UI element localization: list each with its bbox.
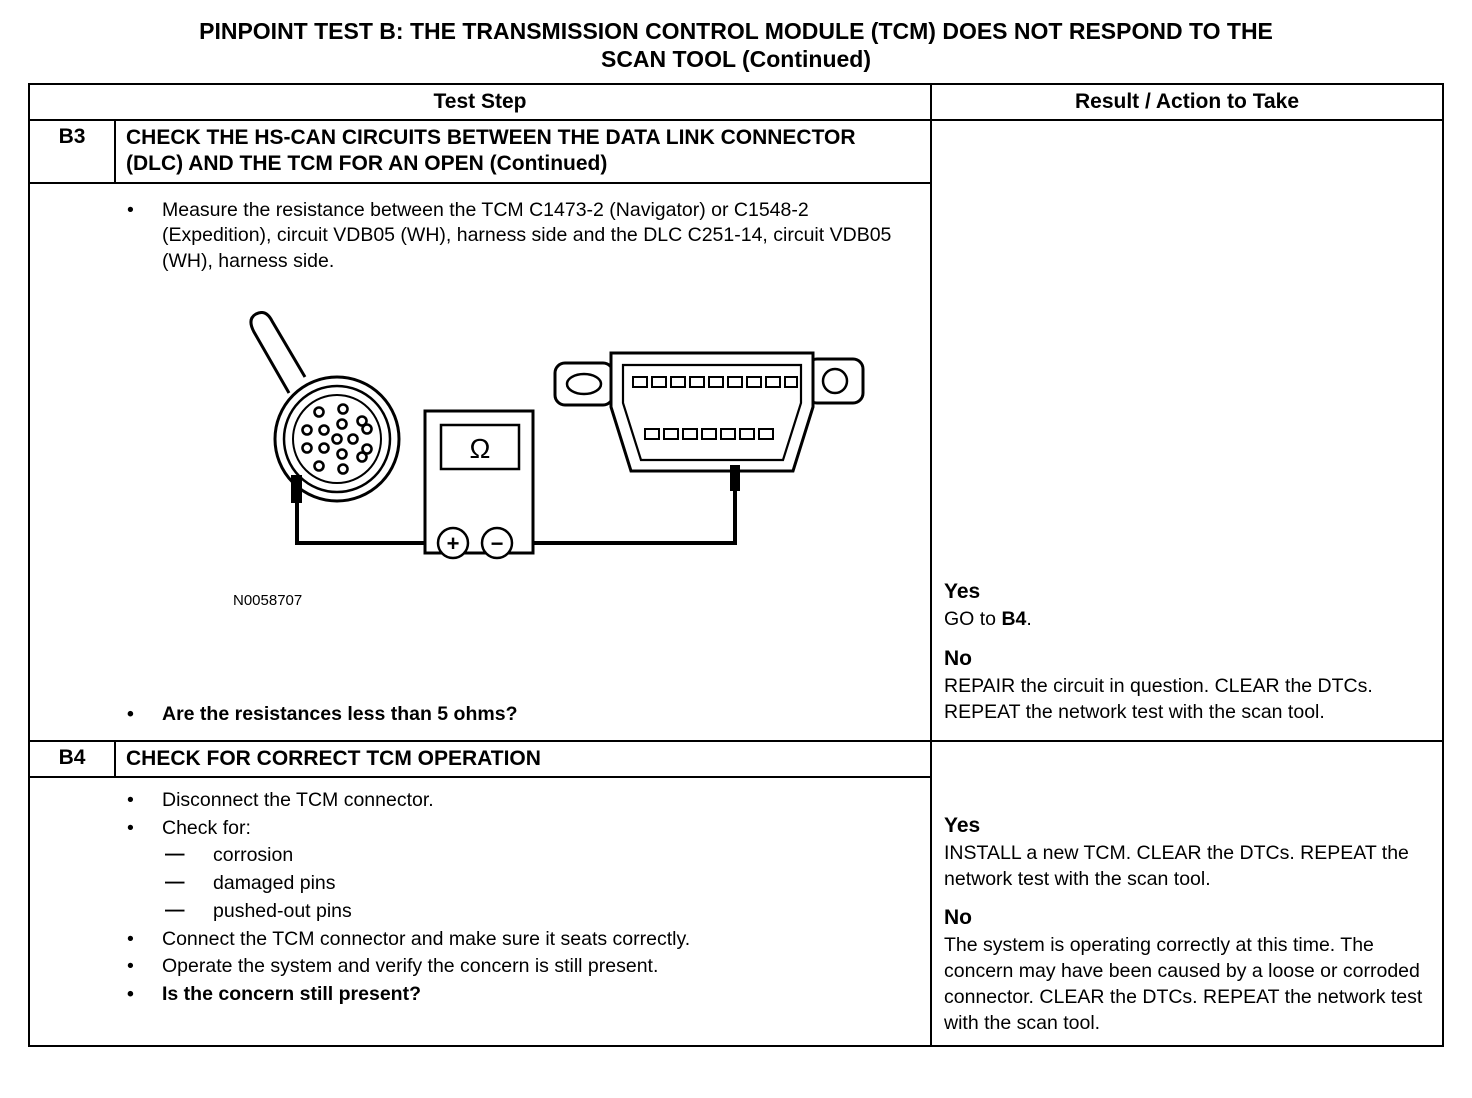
b3-step-title: CHECK THE HS-CAN CIRCUITS BETWEEN THE DA… [126,126,856,176]
resistance-measurement-illustration: Ω + − [249,310,865,560]
b3-wiring-figure: Ω + − [225,310,920,633]
dlc-connector-illustration [553,351,865,491]
tcm-connector-cable [249,310,307,394]
minus-symbol: − [491,531,504,556]
b4-bullet-disconnect: Disconnect the TCM connector. [125,788,915,814]
b4-bullet-check-for: Check for: [125,816,915,842]
b3-question: Are the resistances less than 5 ohms? [125,702,915,732]
b4-no-label: No [944,906,972,930]
figure-caption: N0058707 [233,591,303,609]
b4-step-body: Disconnect the TCM connector. Check for:… [30,778,930,1020]
b4-yes-label: Yes [944,813,981,837]
positive-terminal [436,526,470,560]
b4-no-action: The system is operating correctly at thi… [944,934,1423,1035]
b4-sub-damaged-pins: damaged pins [125,870,920,897]
b3-yes-action-suffix: . [1026,608,1032,630]
pinpoint-test-table: Test Step Result / Action to Take B3 CHE… [28,83,1444,1048]
b4-bullet-connect: Connect the TCM connector and make sure … [125,927,915,953]
column-header-test-step: Test Step [30,85,932,122]
b3-step-header: B3 CHECK THE HS-CAN CIRCUITS BETWEEN THE… [30,121,930,184]
plus-symbol: + [447,531,460,556]
page-title: PINPOINT TEST B: THE TRANSMISSION CONTRO… [28,18,1444,73]
b3-step-id: B3 [30,121,116,182]
b4-step-title: CHECK FOR CORRECT TCM OPERATION [126,746,541,770]
b4-result-cell: Yes INSTALL a new TCM. CLEAR the DTCs. R… [932,739,1442,1045]
b3-yes-block: Yes GO to B4. [944,578,1434,633]
tcm-round-connector-illustration [273,375,401,503]
b4-sub-corrosion: corrosion [125,842,920,869]
b3-measure-instruction: Measure the resistance between the TCM C… [125,198,915,275]
b4-step-header: B4 CHECK FOR CORRECT TCM OPERATION [30,741,930,778]
b3-step-body: Measure the resistance between the TCM C… [30,184,930,740]
b3-yes-action-prefix: GO to [944,608,1002,630]
b4-yes-block: Yes INSTALL a new TCM. CLEAR the DTCs. R… [944,812,1434,893]
b3-test-step-cell: B3 CHECK THE HS-CAN CIRCUITS BETWEEN THE… [30,121,932,740]
tcm-probe-pin [291,474,302,503]
b3-result-cell: Yes GO to B4. No REPAIR the circuit in q… [932,121,1442,740]
b3-yes-action: GO to B4. [944,607,1434,633]
b3-no-action: REPAIR the circuit in question. CLEAR th… [944,674,1373,723]
negative-terminal [480,526,514,560]
b4-sub-pushed-out-pins: pushed-out pins [125,898,920,925]
b4-question: Is the concern still present? [125,982,915,1008]
b3-yes-action-ref: B4 [1001,608,1027,630]
page-title-line1: PINPOINT TEST B: THE TRANSMISSION CONTRO… [199,18,1273,44]
ohmmeter-display [439,423,521,471]
b4-test-step-cell: B4 CHECK FOR CORRECT TCM OPERATION Disco… [30,739,932,1046]
b3-no-label: No [944,646,972,670]
b3-no-block: No REPAIR the circuit in question. CLEAR… [944,645,1434,726]
b3-yes-label: Yes [944,580,981,604]
b4-no-block: No The system is operating correctly at … [944,904,1434,1037]
dlc-probe-pin [730,464,740,491]
page-title-line2: SCAN TOOL (Continued) [600,45,871,72]
test-lead-wires [295,490,737,545]
b4-yes-action: INSTALL a new TCM. CLEAR the DTCs. REPEA… [944,841,1409,890]
b4-bullet-operate: Operate the system and verify the concer… [125,954,915,980]
b4-step-id: B4 [30,741,116,776]
column-header-result-action: Result / Action to Take [932,85,1442,122]
ohm-symbol: Ω [470,433,491,464]
ohmmeter-illustration: Ω + − [423,409,535,560]
